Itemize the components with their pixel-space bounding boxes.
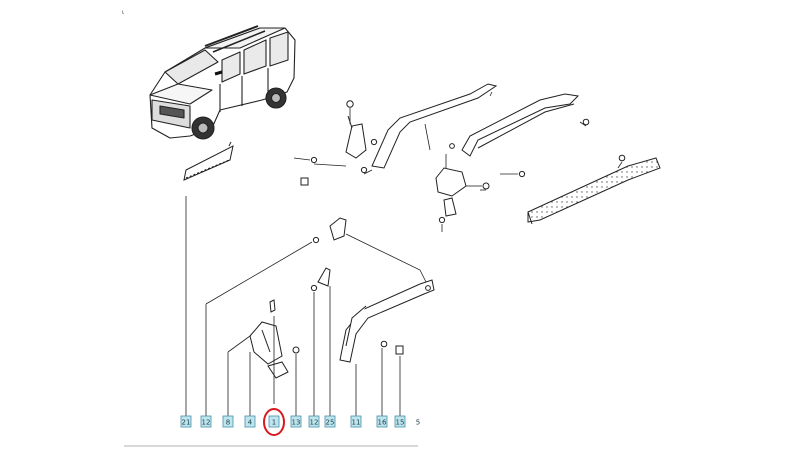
lower-rail-assembly [249,217,435,379]
upper-rail-assembly [345,83,661,225]
lower-leader-lines [185,196,427,418]
callout-box [268,415,280,428]
callout-label: 12 [202,419,211,427]
callout-label: 16 [378,419,387,427]
callout-1: 21 [180,415,192,428]
callout-label: 8 [226,419,230,427]
highlight-circle [263,408,285,436]
callout-5: 1 [268,415,280,428]
callout-label: 15 [396,419,405,427]
callout-box [200,415,212,428]
callout-label: 21 [182,419,191,427]
callout-box [350,415,362,428]
callout-12: 5 [416,419,420,427]
callout-4: 4 [244,415,256,428]
callout-row: 21 12 8 4 1 13 12 25 11 16 15 5 [180,415,420,428]
callout-box [290,415,302,428]
callout-11: 15 [394,415,406,428]
lower-fasteners [292,236,431,355]
callout-10: 16 [376,415,388,428]
callout-box [394,415,406,428]
callout-2: 12 [200,415,212,428]
callout-box [180,415,192,428]
callout-8: 25 [324,415,336,428]
callout-7: 12 [308,415,320,428]
upper-fasteners [300,100,626,224]
callout-box [222,415,234,428]
callout-label: 25 [326,419,335,427]
callout-label: 12 [310,419,319,427]
upper-leader-lines [293,91,623,232]
callout-label: 5 [416,419,420,427]
callout-box [244,415,256,428]
callout-label: 1 [272,419,276,427]
callout-box [308,415,320,428]
callout-box [376,415,388,428]
vehicle-illustration [149,25,296,140]
callout-label: 4 [248,419,253,427]
callout-box [324,415,336,428]
callout-9: 11 [350,415,362,428]
callout-label: 11 [352,419,361,427]
callout-3: 8 [222,415,234,428]
corner-mark: ι [122,9,124,16]
callout-label: 13 [292,419,301,427]
callout-6: 13 [290,415,302,428]
mounting-strip-part [183,141,234,181]
